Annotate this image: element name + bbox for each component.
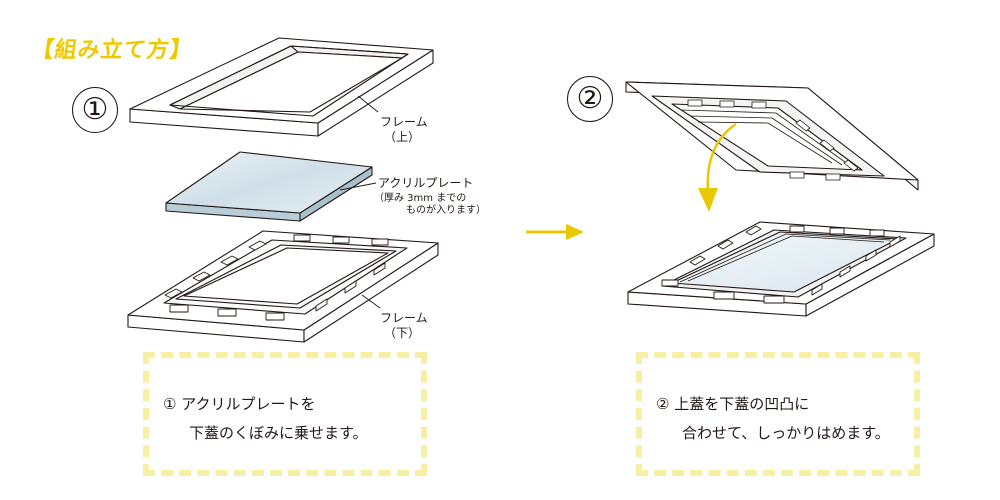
label-frame-top-line1: フレーム [380,115,428,129]
label-acrylic-line1: アクリルプレート [378,176,474,190]
label-frame-top: フレーム （上） [380,115,428,145]
down-curve-arrow-icon [698,122,737,212]
step-number-2: ② [567,76,613,122]
right-arrow-icon [526,224,584,240]
note-box-step2 [636,352,920,476]
step-number-1: ① [72,87,118,133]
frame-bottom-illustration [127,230,439,343]
acrylic-plate-illustration [165,151,373,222]
label-acrylic-note: （厚み 3mm までの ものが入ります） [374,193,486,217]
label-frame-bottom: フレーム （下） [380,311,428,341]
assembly-heading: 【組み立て方】 [29,38,195,63]
note-step2-line2: 合わせて、しっかりはめます。 [682,424,890,442]
label-frame-bottom-line2: （下） [384,326,421,340]
label-acrylic-note-line2: ものが入ります） [406,205,486,216]
label-frame-top-line2: （上） [384,130,421,144]
label-acrylic-note-line1: （厚み 3mm までの [374,193,467,204]
label-acrylic: アクリルプレート [378,176,473,191]
note-box-step1 [143,352,427,476]
note-step1-line2: 下蓋のくぼみに乗せます。 [189,424,368,442]
leader-lines-step1 [339,95,381,309]
note-step2-line1: ② 上蓋を下蓋の凹凸に [656,395,810,413]
lower-base-illustration [627,221,935,317]
frame-top-illustration [129,37,434,137]
note-step1-line1: ① アクリルプレートを [163,395,316,413]
upper-lid-illustration [625,81,919,191]
label-frame-bottom-line1: フレーム [380,311,428,325]
